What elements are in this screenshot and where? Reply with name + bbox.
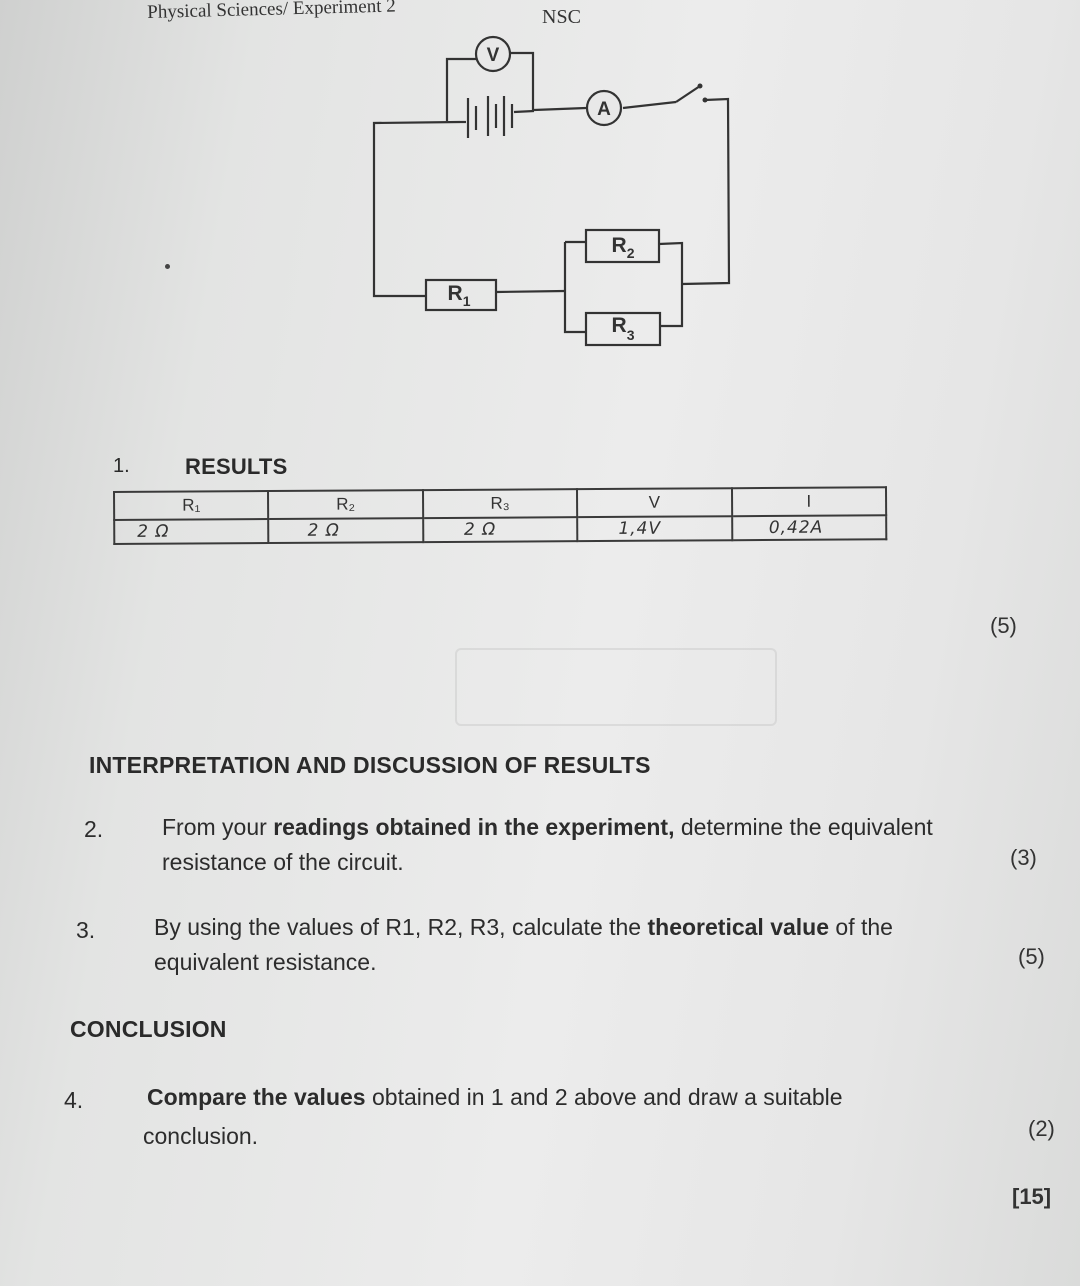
voltmeter-label: V: [487, 45, 500, 66]
faint-stamp-box: [455, 648, 777, 726]
r2-label: R2: [612, 234, 635, 261]
value-r2[interactable]: 2 Ω: [268, 518, 424, 544]
value-v[interactable]: 1,4V: [577, 516, 732, 542]
q4-number: 4.: [64, 1087, 84, 1113]
value-i[interactable]: 0,42A: [731, 515, 887, 541]
value-r1[interactable]: 2 Ω: [114, 519, 269, 544]
results-marks: (5): [990, 613, 1017, 638]
q3-number: 3.: [76, 917, 96, 943]
circuit-diagram: V A R1 R2 R3: [372, 35, 731, 347]
value-r3[interactable]: 2 Ω: [422, 517, 578, 543]
q4-marks: (2): [1028, 1116, 1055, 1141]
q3-line2: equivalent resistance.: [154, 949, 377, 975]
q2-line1: From your readings obtained in the exper…: [162, 814, 933, 840]
results-title: RESULTS: [185, 454, 288, 479]
ink-dot: [165, 264, 170, 269]
q4-line2: conclusion.: [143, 1123, 259, 1149]
q4-line1: Compare the values obtained in 1 and 2 a…: [147, 1084, 843, 1110]
interpretation-title: INTERPRETATION AND DISCUSSION OF RESULTS: [89, 752, 651, 778]
q2-number: 2.: [84, 816, 104, 842]
col-r3: R₃: [422, 489, 578, 519]
col-r2: R₂: [268, 490, 423, 520]
col-r1: R₁: [114, 491, 269, 520]
total-marks: [15]: [1012, 1184, 1052, 1209]
r1-label: R1: [448, 282, 471, 309]
header-subject: Physical Sciences/ Experiment 2: [147, 0, 396, 23]
conclusion-title: CONCLUSION: [70, 1016, 227, 1042]
results-value-row: 2 Ω 2 Ω 2 Ω 1,4V 0,42A: [114, 515, 887, 544]
results-number: 1.: [113, 455, 130, 477]
col-v: V: [577, 488, 732, 518]
r3-label: R3: [612, 314, 635, 343]
q2-marks: (3): [1010, 845, 1037, 870]
q2-line2: resistance of the circuit.: [162, 849, 404, 875]
col-i: I: [731, 487, 887, 517]
q3-marks: (5): [1018, 944, 1045, 969]
results-table: R₁ R₂ R₃ V I 2 Ω 2 Ω 2 Ω 1,4V 0,42A: [113, 486, 887, 545]
ammeter-label: A: [597, 99, 611, 120]
q3-line1: By using the values of R1, R2, R3, calcu…: [154, 914, 893, 940]
header-nsc: NSC: [542, 6, 581, 28]
